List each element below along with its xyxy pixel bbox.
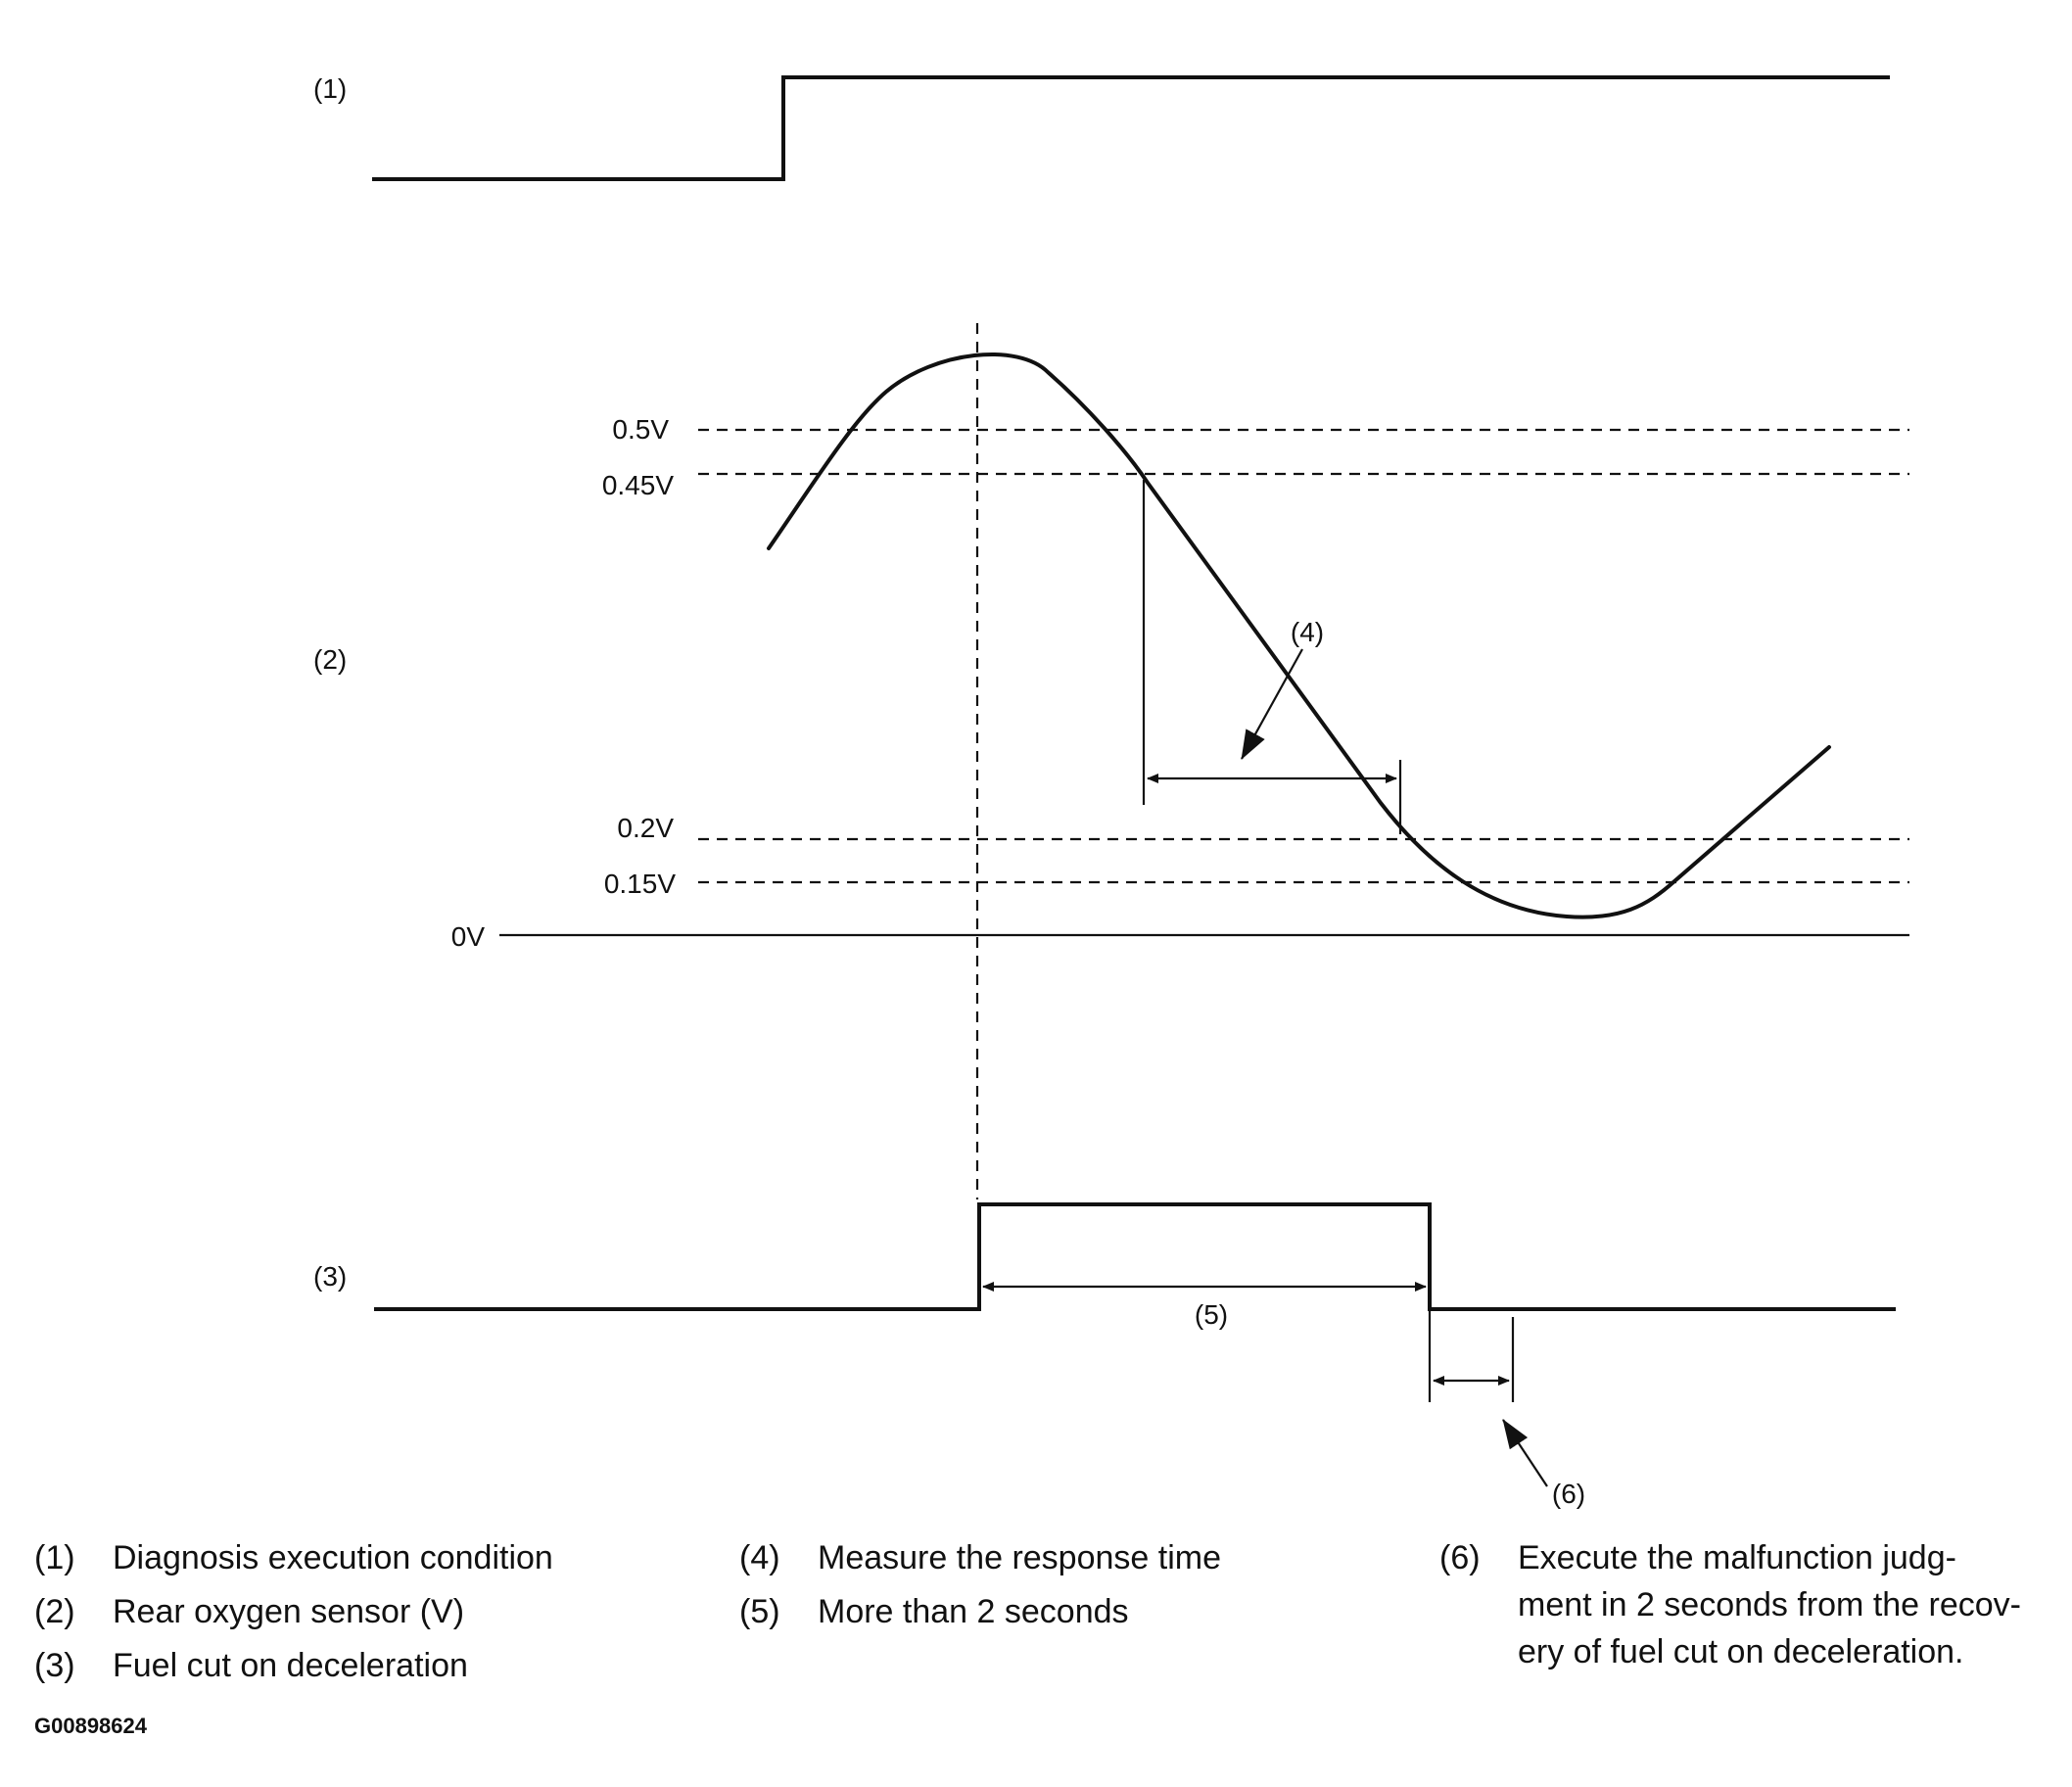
legend-text-2: Rear oxygen sensor (V) (113, 1593, 464, 1630)
legend-text-6-line-1: Execute the malfunction judg- (1518, 1539, 1956, 1576)
sensor-voltage-waveform (767, 353, 1831, 919)
legend-num-6: (6) (1439, 1539, 1481, 1576)
callout-4-pointer (1241, 648, 1303, 760)
legend-num-4: (4) (739, 1539, 780, 1576)
legend-num-5: (5) (739, 1593, 780, 1630)
callout-6-pointer (1502, 1419, 1548, 1487)
legend-text-3: Fuel cut on deceleration (113, 1647, 468, 1684)
callout-label-5: (5) (1195, 1299, 1228, 1330)
legend-num-1: (1) (34, 1539, 75, 1576)
legend-text-6-line-3: ery of fuel cut on deceleration. (1518, 1633, 1964, 1670)
legend: (1) Diagnosis execution condition (2) Re… (34, 1539, 2021, 1684)
legend-text-5: More than 2 seconds (818, 1593, 1129, 1630)
signal-label-sensor: (2) (313, 644, 347, 675)
legend-num-3: (3) (34, 1647, 75, 1684)
voltage-label-0-5v: 0.5V (612, 414, 669, 445)
callout-label-6: (6) (1552, 1479, 1585, 1509)
voltage-label-0-45v: 0.45V (602, 470, 674, 500)
figure-id: G00898624 (34, 1714, 148, 1738)
legend-text-4: Measure the response time (818, 1539, 1221, 1576)
voltage-label-0-15v: 0.15V (604, 869, 676, 899)
voltage-label-0-2v: 0.2V (617, 813, 674, 843)
signal-label-fuelcut: (3) (313, 1261, 347, 1292)
voltage-label-0v: 0V (451, 921, 486, 952)
legend-text-1: Diagnosis execution condition (113, 1539, 553, 1576)
legend-num-2: (2) (34, 1593, 75, 1630)
signal-label-diag: (1) (313, 73, 347, 104)
fuel-cut-waveform (374, 1202, 1896, 1311)
legend-text-6-line-2: ment in 2 seconds from the recov- (1518, 1586, 2021, 1623)
callout-label-4: (4) (1291, 617, 1324, 647)
diagnosis-condition-waveform (372, 75, 1890, 181)
